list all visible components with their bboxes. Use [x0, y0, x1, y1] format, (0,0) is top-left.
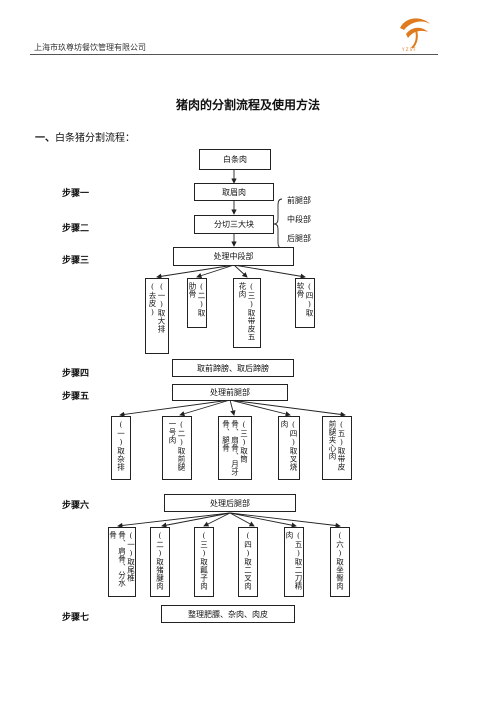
flow-step3-box: 处理中段部	[173, 247, 294, 266]
step3-item-1: (一)取大排(去皮)	[145, 278, 169, 354]
header-divider	[30, 54, 438, 55]
flow-step5-box: 处理前腿部	[172, 384, 288, 401]
flow-root-box: 白条肉	[199, 149, 271, 170]
part-middle: 中段部	[287, 215, 311, 224]
step5-item-1: (一)取杂排	[111, 416, 131, 480]
step5-item-2: (二)取前腿一号肉	[162, 416, 192, 480]
flow-step2-box: 分切三大块	[194, 215, 274, 234]
part-hind-leg: 后腿部	[287, 234, 311, 243]
document-title: 猪肉的分割流程及使用方法	[175, 98, 320, 112]
flow-step6-box: 处理后腿部	[164, 494, 296, 512]
section-number: 一、	[35, 133, 55, 144]
company-logo-icon: Y Z S F	[400, 18, 430, 52]
step-label-5: 步骤五	[62, 392, 90, 402]
step3-item-3: (三)取带皮五花肉	[233, 278, 261, 348]
part-front-leg: 前腿部	[287, 196, 311, 205]
step6-item-1: (一)取尾椎骨、肩骨、分水骨	[108, 527, 136, 597]
step5-item-3: (三)取筒骨、扇骨、月牙骨、腿骨	[218, 416, 252, 480]
step6-item-6: (六)取坐臀肉	[330, 527, 350, 597]
flow-step1-box: 取眉肉	[194, 183, 274, 201]
step5-item-5: (五)取带皮前腿夹心肉	[322, 416, 352, 480]
step6-item-3: (三)取瓤子肉	[194, 527, 214, 597]
step6-item-5: (五)取二刀精肉	[284, 527, 304, 597]
step3-item-2: (二)取肋骨	[187, 278, 207, 328]
step-label-6: 步骤六	[62, 501, 90, 511]
step5-item-4: (四)取叉烧肉	[278, 416, 300, 480]
step-label-1: 步骤一	[62, 189, 90, 199]
step6-item-2: (二)取猪腱肉	[150, 527, 170, 597]
company-name: 上海市玖尊坊餐饮管理有限公司	[34, 43, 146, 52]
section-heading: 一、白条猪分割流程：	[35, 129, 135, 144]
step-label-4: 步骤四	[62, 369, 90, 379]
step3-item-4: (四)取软骨	[295, 278, 315, 328]
step-label-7: 步骤七	[62, 613, 90, 623]
step-label-2: 步骤二	[62, 224, 90, 234]
flow-step4-box: 取前蹄膀、取后蹄膀	[172, 359, 294, 377]
svg-text:Y Z S F: Y Z S F	[401, 47, 417, 52]
step6-item-4: (四)取二叉肉	[238, 527, 258, 597]
section-label: 白条猪分割流程：	[55, 133, 135, 144]
step-label-3: 步骤三	[62, 256, 90, 266]
flow-step7-box: 整理肥膘、杂肉、肉皮	[161, 605, 295, 623]
